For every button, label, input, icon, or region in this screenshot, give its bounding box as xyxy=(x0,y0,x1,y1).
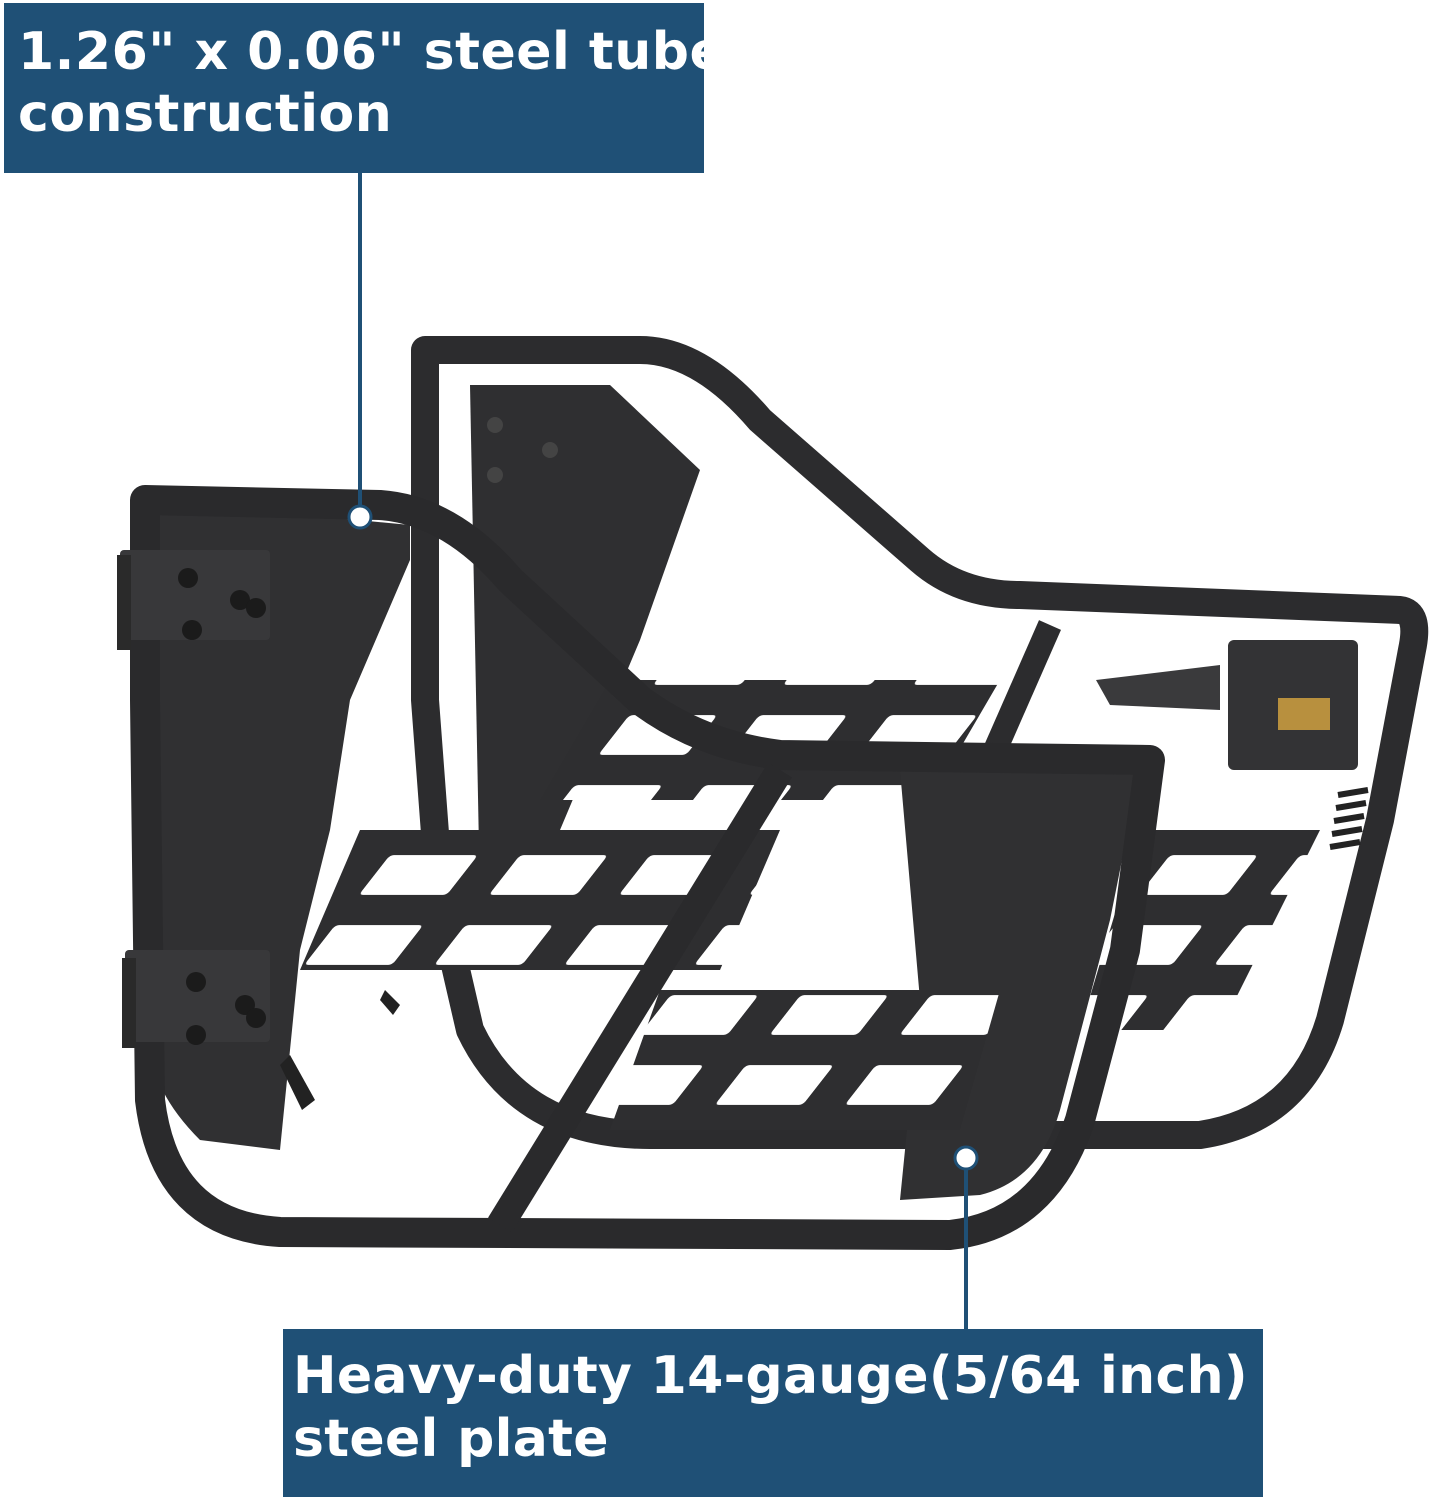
front-door xyxy=(117,485,1165,1250)
callout-bottom-line2: steel plate xyxy=(293,1409,609,1469)
callout-bottom-line1: Heavy-duty 14-gauge(5/64 inch) xyxy=(293,1346,1248,1406)
callout-tube-construction: 1.26" x 0.06" steel tube construction xyxy=(4,3,726,173)
callout-top-line1: 1.26" x 0.06" steel tube xyxy=(18,22,726,82)
callout-top-line2: construction xyxy=(18,84,393,144)
callout-pointer-top xyxy=(347,173,373,530)
callout-pointer-bottom xyxy=(953,1145,979,1329)
callout-steel-plate: Heavy-duty 14-gauge(5/64 inch) steel pla… xyxy=(283,1329,1263,1497)
